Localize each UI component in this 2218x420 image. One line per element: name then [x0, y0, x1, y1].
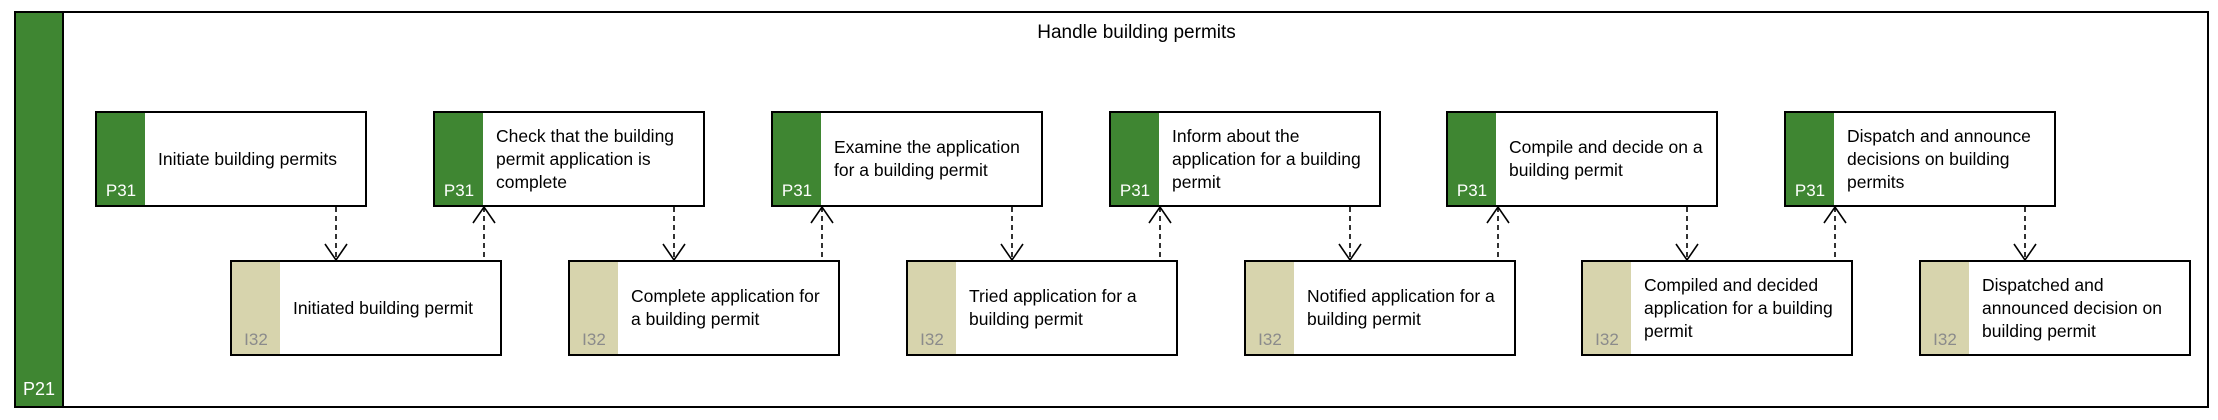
information-code: I32 [1595, 330, 1619, 349]
flow-arrow-up-4 [1486, 205, 1510, 260]
information-label: Tried application for a building permit [969, 286, 1137, 329]
flow-arrow-down-2 [662, 207, 686, 262]
information-box-2[interactable]: I32 Complete application for a building … [568, 260, 840, 356]
information-code: I32 [920, 330, 944, 349]
process-code: P31 [1456, 181, 1488, 200]
process-box-6[interactable]: P31 Dispatch and announce decisions on b… [1784, 111, 2056, 207]
information-box-3[interactable]: I32 Tried application for a building per… [906, 260, 1178, 356]
flow-arrow-up-3 [1148, 205, 1172, 260]
information-label: Complete application for a building perm… [631, 286, 820, 329]
flow-arrow-down-3 [1000, 207, 1024, 262]
flow-arrow-down-6 [2013, 207, 2037, 262]
flow-arrow-down-4 [1338, 207, 1362, 262]
flow-arrow-up-2 [810, 205, 834, 260]
process-label: Initiate building permits [158, 148, 337, 169]
process-code: P31 [1794, 181, 1826, 200]
information-box-1[interactable]: I32 Initiated building permit [230, 260, 502, 356]
process-label: Examine the application for a building p… [834, 137, 1020, 180]
process-code: P31 [1119, 181, 1151, 200]
process-box-1[interactable]: P31 Initiate building permits [95, 111, 367, 207]
information-label: Notified application for a building perm… [1307, 286, 1495, 329]
process-label: Dispatch and announce decisions on build… [1847, 125, 2031, 192]
information-label: Initiated building permit [293, 297, 473, 318]
information-box-6[interactable]: I32 Dispatched and announced decision on… [1919, 260, 2191, 356]
process-box-3[interactable]: P31 Examine the application for a buildi… [771, 111, 1043, 207]
information-code: I32 [1933, 330, 1957, 349]
process-code: P31 [105, 181, 137, 200]
process-code: P31 [443, 181, 475, 200]
container-strip: P21 [14, 11, 64, 408]
information-code: I32 [244, 330, 268, 349]
information-code: I32 [582, 330, 606, 349]
process-code: P31 [781, 181, 813, 200]
flow-arrow-down-5 [1675, 207, 1699, 262]
information-label: Dispatched and announced decision on bui… [1982, 274, 2163, 341]
flow-arrow-down-1 [324, 207, 348, 262]
process-label: Check that the building permit applicati… [496, 125, 675, 192]
container-code: P21 [22, 379, 56, 399]
flow-arrow-up-5 [1823, 205, 1847, 260]
process-box-5[interactable]: P31 Compile and decide on a building per… [1446, 111, 1718, 207]
diagram-title: Handle building permits [1037, 22, 1236, 43]
process-box-2[interactable]: P31 Check that the building permit appli… [433, 111, 705, 207]
information-box-5[interactable]: I32 Compiled and decided application for… [1581, 260, 1853, 356]
process-box-4[interactable]: P31 Inform about the application for a b… [1109, 111, 1381, 207]
process-label: Inform about the application for a build… [1172, 125, 1361, 192]
process-label: Compile and decide on a building permit [1509, 137, 1703, 180]
flow-arrow-up-1 [472, 205, 496, 260]
information-box-4[interactable]: I32 Notified application for a building … [1244, 260, 1516, 356]
information-label: Compiled and decided application for a b… [1644, 274, 1833, 341]
information-code: I32 [1258, 330, 1282, 349]
